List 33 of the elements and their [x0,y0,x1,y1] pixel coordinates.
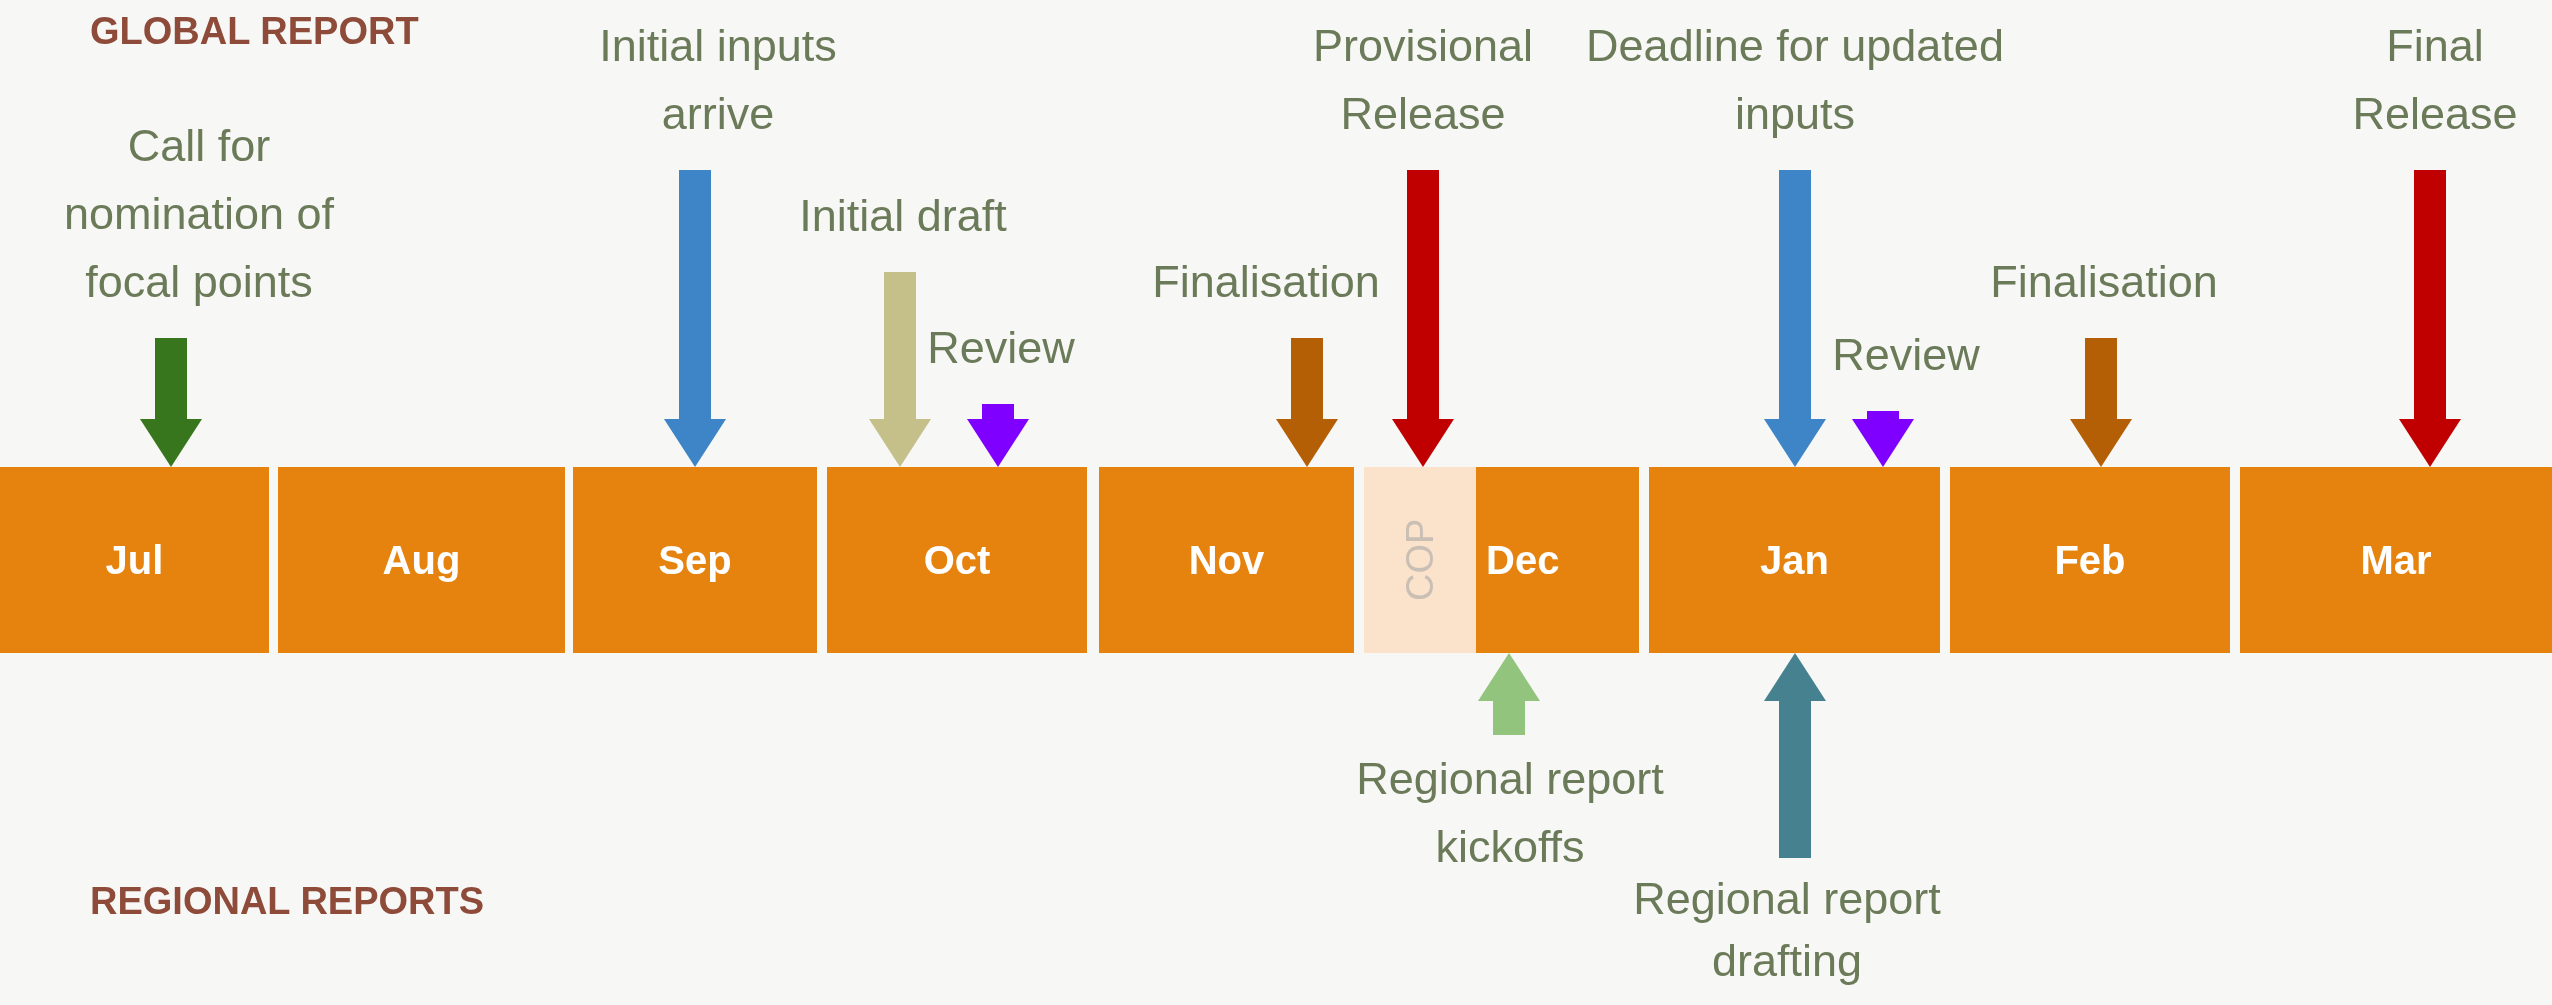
arrow [1764,653,1826,858]
month-segment: Oct [827,467,1087,653]
arrow [1392,170,1454,467]
milestone-label: Initial draft [743,182,1063,250]
milestone-label: Provisional Release [1263,12,1583,148]
arrow [1276,338,1338,467]
milestone-label: Initial inputs arrive [548,12,888,148]
month-segment: Dec [1476,467,1639,653]
arrow [2399,170,2461,467]
arrow [1852,411,1914,467]
section-heading: GLOBAL REPORT [90,10,419,53]
milestone-label: Deadline for updated inputs [1585,12,2005,148]
arrow [140,338,202,467]
arrow [664,170,726,467]
month-segment: Nov [1099,467,1354,653]
month-segment: Aug [278,467,565,653]
month-segment: Feb [1950,467,2230,653]
month-segment: Jan [1649,467,1940,653]
month-segment: Sep [573,467,817,653]
arrow [2070,338,2132,467]
milestone-label: Review [901,314,1101,382]
milestone-label: Finalisation [1954,248,2254,316]
section-heading: REGIONAL REPORTS [90,880,485,923]
milestone-label: Finalisation [1116,248,1416,316]
arrow [1764,170,1826,467]
milestone-label: Call for nomination of focal points [29,112,369,316]
month-segment: Mar [2240,467,2552,653]
arrow [869,272,931,467]
arrow [967,404,1029,467]
milestone-label: Review [1806,321,2006,389]
arrow [1478,653,1540,735]
milestone-label: Final Release [2335,12,2535,148]
month-segment: Jul [0,467,269,653]
